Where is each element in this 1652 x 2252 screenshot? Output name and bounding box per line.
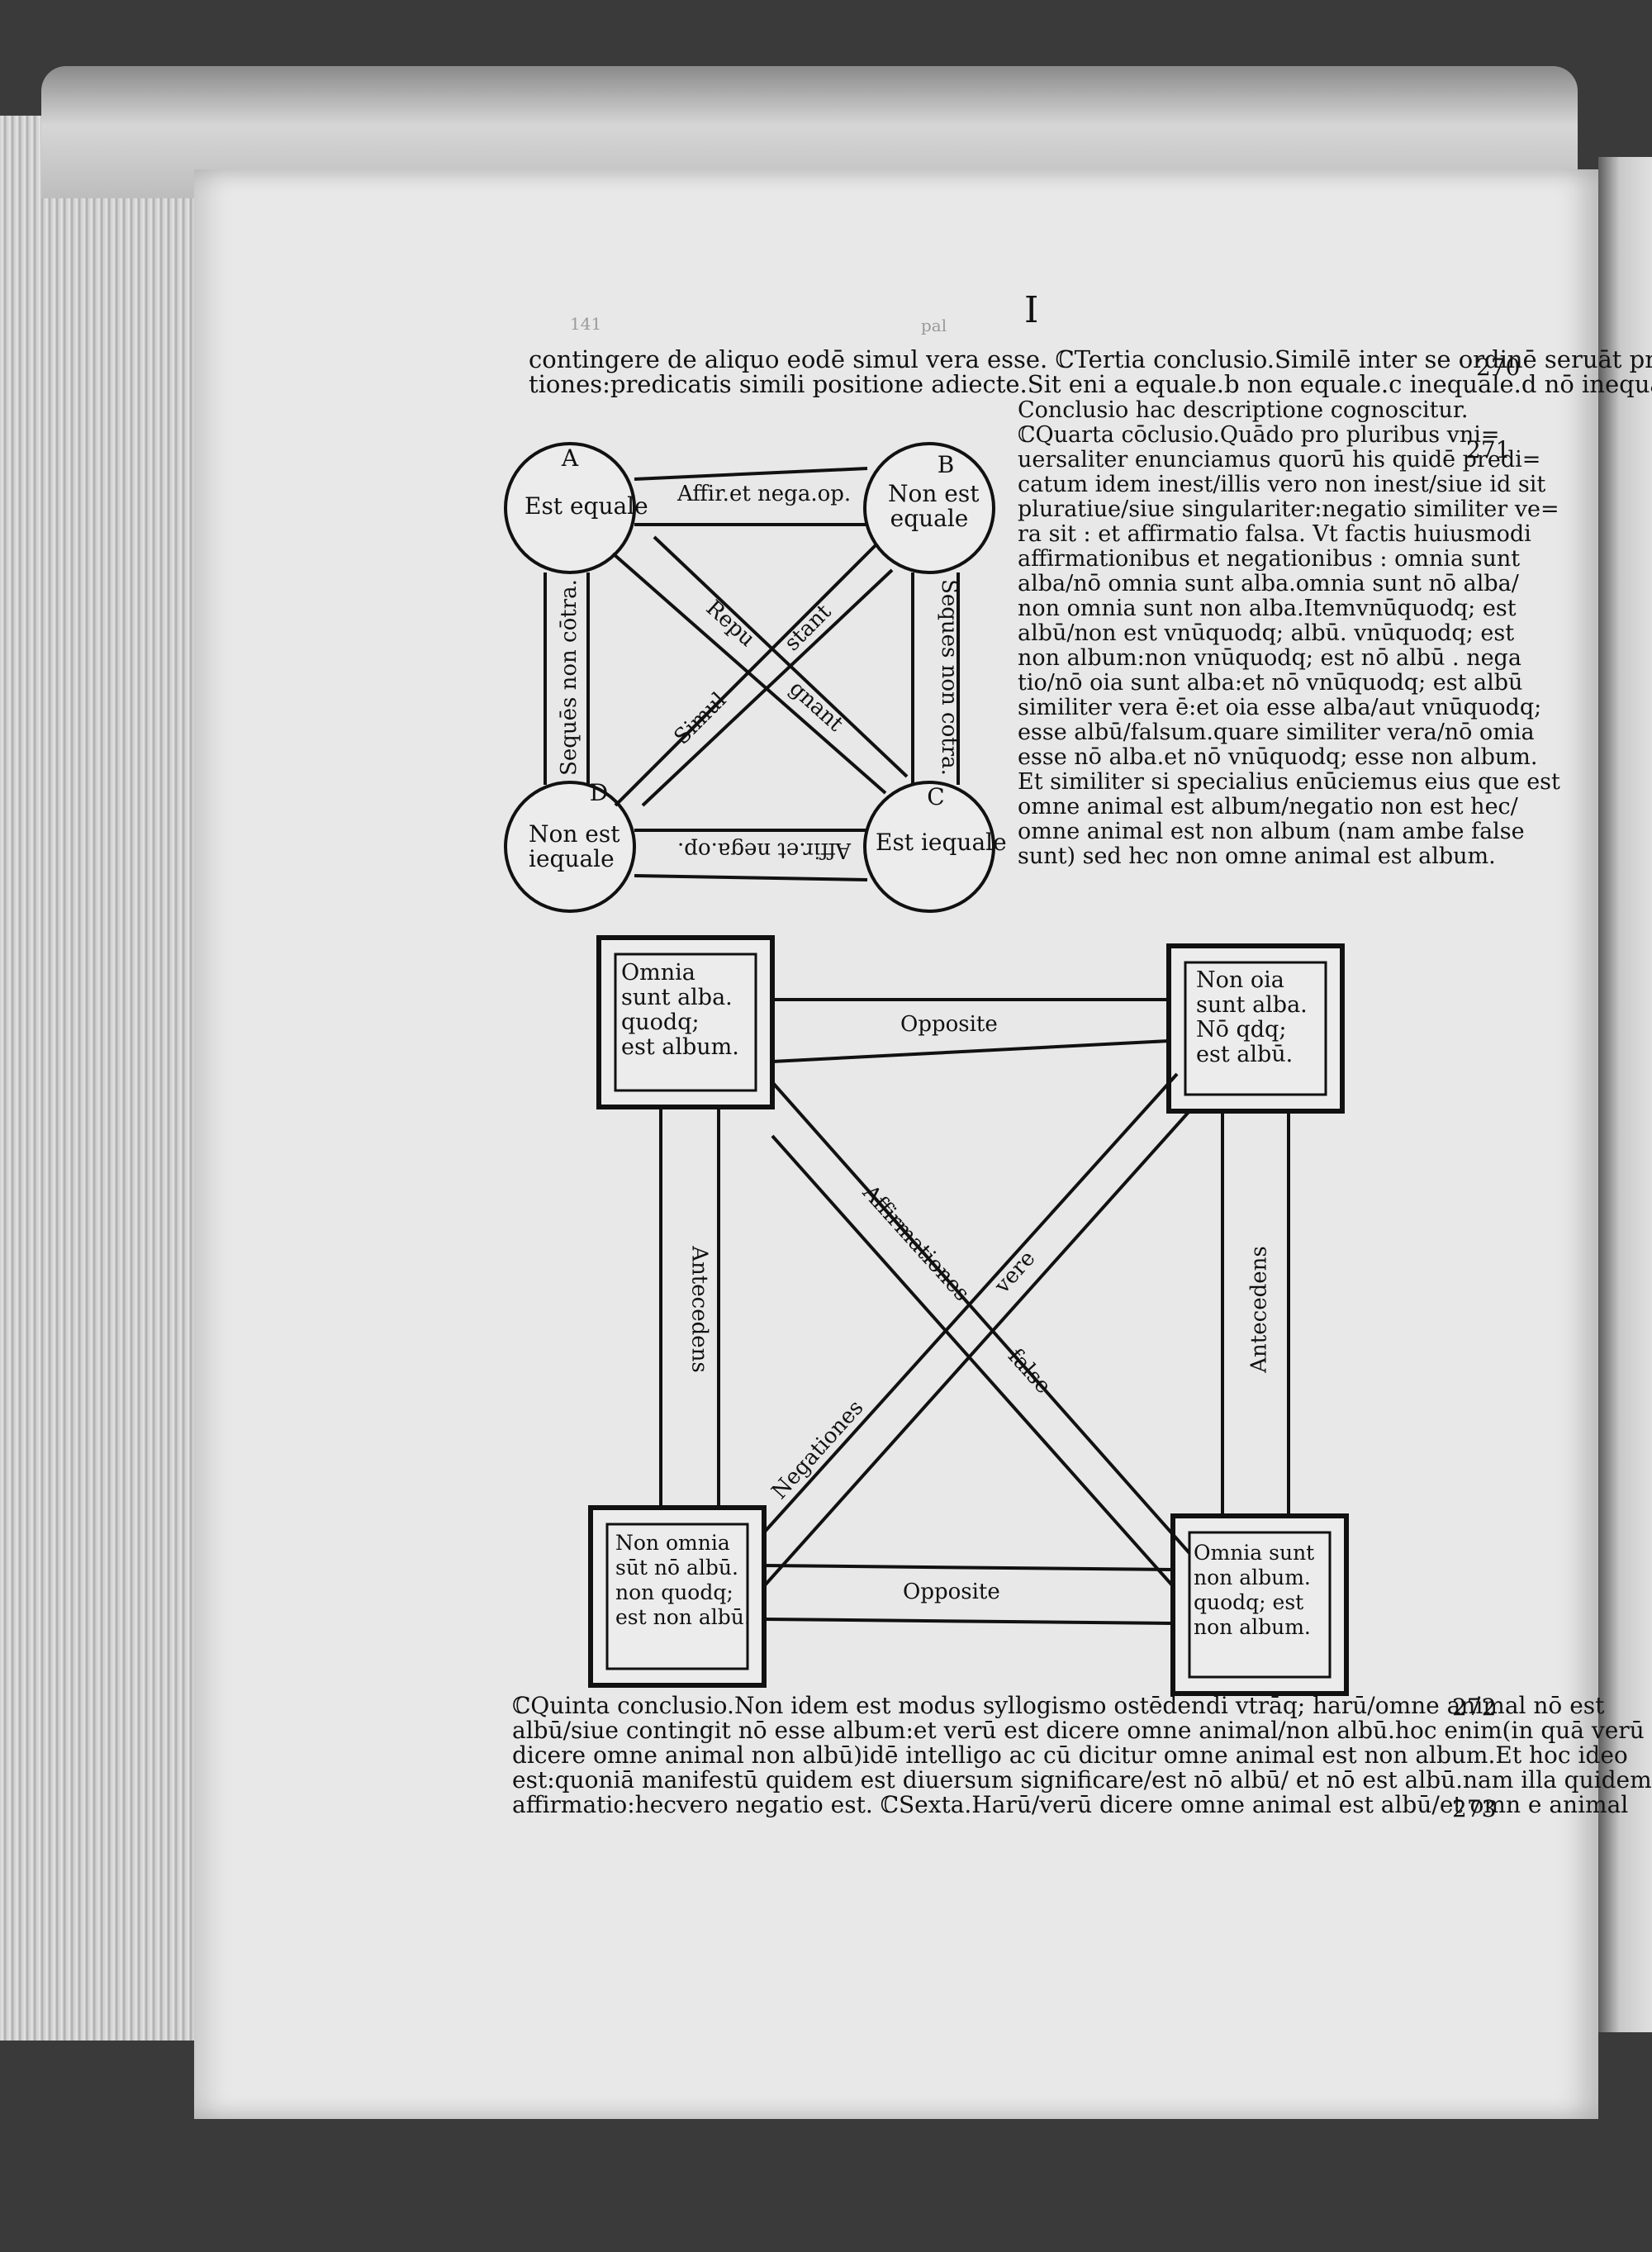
diagram2-top-label: Opposite [900,1012,998,1037]
text-line: affirmatio:hecvero negatio est. ℂSexta.H… [512,1791,1629,1818]
text-line: omne animal est album/negatio non est he… [1018,794,1518,820]
circle-text-a: Est equale [525,492,648,520]
text-line: catum idem inest/illis vero non inest/si… [1018,472,1546,497]
faint-folio-number: 141 [570,314,602,334]
diagram2-right-label: Antecedens [1246,1246,1272,1373]
circle-text-d: Non est iequale [529,820,620,872]
circle-text-b: Non est equale [888,480,980,532]
circle-text-c: Est iequale [876,829,1007,856]
text-line: alba/nō omnia sunt alba.omnia sunt nō al… [1018,571,1519,596]
text-line: pluratiue/siue singulariter:negatio simi… [1018,496,1559,522]
margin-number-271: 271 [1466,436,1511,463]
text-line: ra sit : et affirmatio falsa. Vt factis … [1018,521,1531,547]
margin-number-272: 272 [1452,1694,1497,1721]
circle-letter-d: D [589,779,609,806]
diagram1-bottom-label: Affir.et nega.op. [677,838,852,862]
right-text-block: Conclusio hac descriptione cognoscitur. … [1018,398,1560,869]
circle-letter-c: C [927,783,945,810]
page-stack-edges [0,116,223,2041]
text-line: est:quoniā manifestū quidem est diuersum… [512,1766,1652,1794]
text-line: Et similiter si specialius enūciemus eiu… [1018,769,1560,795]
text-line: sunt) sed hec non omne animal est album. [1018,843,1496,869]
box-text-bottom-right: Omnia sunt non album. quodq; est non alb… [1194,1541,1315,1639]
text-line: albū/siue contingit nō esse album:et ver… [512,1717,1645,1744]
text-line: esse albū/falsum.quare similiter vera/nō… [1018,720,1535,745]
text-line: similiter vera ē:et oia esse alba/aut vn… [1018,695,1542,720]
text-line: dicere omne animal non albū)idē intellig… [512,1741,1628,1769]
bottom-text-block: ℂQuinta conclusio.Non idem est modus syl… [512,1694,1652,1817]
text-line: esse nō alba.et nō vnūquodq; esse non al… [1018,744,1538,770]
text-line: uersaliter enunciamus quorū his quidē pr… [1018,447,1541,473]
faint-mark: pal [921,316,947,335]
box-text-top-right: Non oia sunt alba. Nō qdq; est albū. [1196,967,1308,1067]
box-text-bottom-left: Non omnia sūt nō albū. non quodq; est no… [615,1531,751,1629]
text-line: albū/non est vnūquodq; albū. vnūquodq; e… [1018,620,1515,646]
text-line: non omnia sunt non alba.Itemvnūquodq; es… [1018,596,1517,621]
facing-page-edge [1598,157,1652,2032]
circle-letter-a: A [561,444,579,472]
circle-letter-b: B [937,451,955,478]
text-line: non album:non vnūquodq; est nō albū . ne… [1018,645,1521,671]
margin-number-273: 273 [1452,1795,1497,1822]
diagram1-top-label: Affir.et nega.op. [677,482,852,506]
margin-number-270: 270 [1476,354,1521,381]
diagram1-left-label: Sequēs non cōtra. [556,579,582,776]
text-line: affirmationibus et negationibus : omnia … [1018,546,1521,572]
diagram2-bottom-label: Opposite [903,1580,1000,1604]
text-line: ℂQuarta cōclusio.Quādo pro pluribus vni= [1018,422,1500,448]
text-line: ℂQuinta conclusio.Non idem est modus syl… [512,1692,1605,1719]
text-line: tio/nō oia sunt alba:et nō vnūquodq; est… [1018,670,1523,696]
text-line: Conclusio hac descriptione cognoscitur. [1018,397,1469,423]
text-line: omne animal est non album (nam ambe fals… [1018,819,1525,844]
diagram1-right-label: Sequēs non cōtra. [936,579,961,776]
box-text-top-left: Omnia sunt alba. quodq; est album. [621,960,739,1060]
signature-mark: I [1024,289,1039,331]
diagram2-left-label: Antecedens [686,1246,712,1373]
